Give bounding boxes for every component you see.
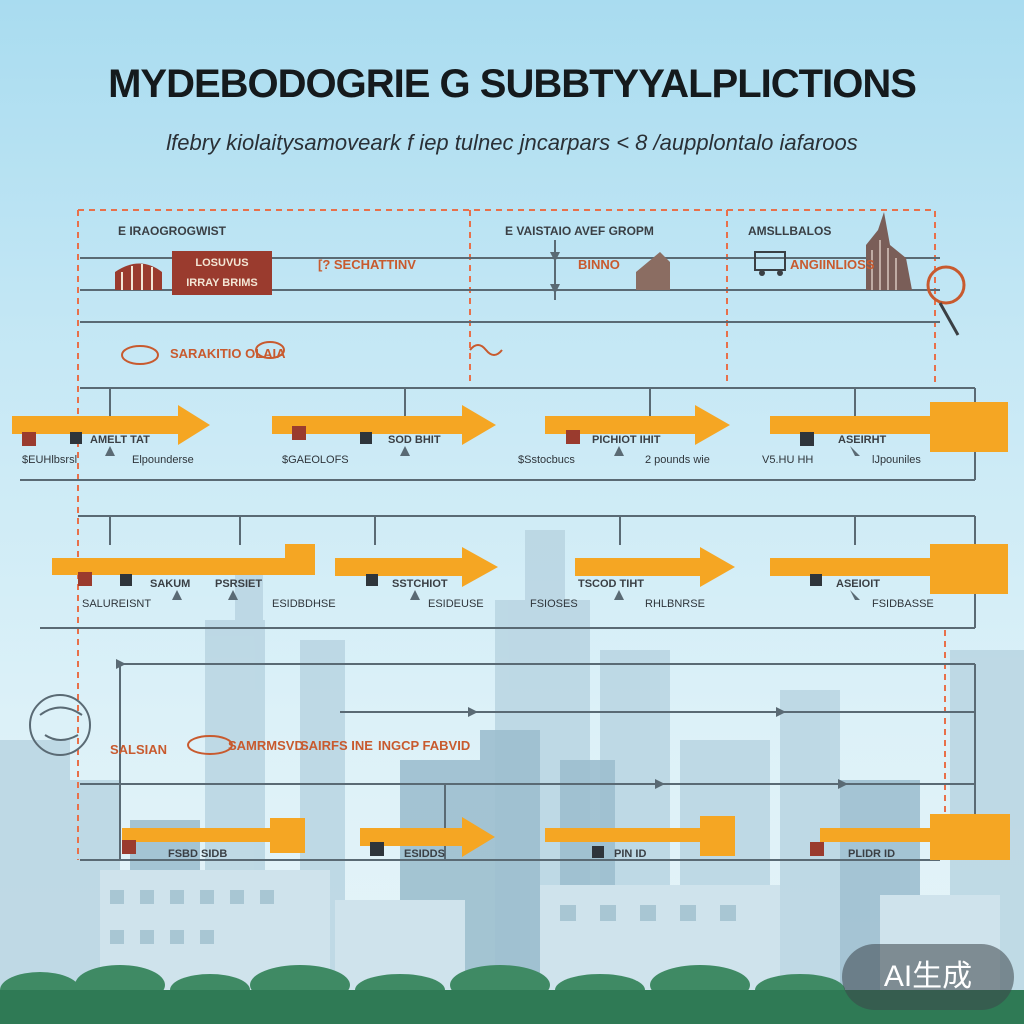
dashed-frame <box>77 209 946 860</box>
row4-label-4: PLIDR ID <box>848 848 896 860</box>
col2-head-label: E VAISTAIO AVEF GROPM <box>505 224 654 238</box>
ai-generated-badge: AI生成 <box>842 944 1014 1010</box>
row2-sub-6: FSIDBASSE <box>872 598 934 610</box>
row2-label: SARAKITIO OLAIA <box>170 346 286 361</box>
row2-sub-3: ESIDEUSE <box>428 598 484 610</box>
tower-icon <box>866 212 912 290</box>
row4-label-1: FSBD SIDB <box>168 848 228 860</box>
row2-head-3: SSTCHIOT <box>392 578 448 590</box>
row1-sub-3: $GAEOLOFS <box>282 454 349 466</box>
row1-head-4: ASEIRHT <box>838 434 887 446</box>
col1-highlight-box: LOSUVUS IRRAY BRIMS <box>172 251 272 295</box>
magnifier-icon <box>926 265 966 336</box>
row2-head-1: SAKUM <box>150 578 191 590</box>
truck-icon <box>754 251 786 276</box>
flow-arrows <box>12 402 1010 860</box>
chart-icon <box>636 252 670 290</box>
orange-scribble-icons <box>121 341 503 755</box>
row2-sub-5: RHLBNRSE <box>645 598 705 610</box>
row1-head-3: PICHIOT IHIT <box>592 434 661 446</box>
row2-sub-2: ESIDBDHSE <box>272 598 336 610</box>
row2-head-5: ASEIOIT <box>836 578 881 590</box>
row3-left-label: SALSIAN <box>110 742 168 757</box>
row2-head-4: TSCOD TIHT <box>578 578 644 590</box>
arrowheads <box>105 252 860 789</box>
row2-head-2: PSRSIET <box>215 578 263 590</box>
person-sketch-icon <box>29 694 91 756</box>
row2-sub-4: FSIOSES <box>530 598 578 610</box>
col1-head-label: E IRAOGROGWIST <box>118 224 226 238</box>
row1-head-1: AMELT TAT <box>90 434 150 446</box>
row1-sub-4: $Sstocbucs <box>518 454 575 466</box>
col1-box-line-1: LOSUVUS <box>195 257 249 269</box>
building-icon <box>115 263 162 290</box>
row1-sub-6: V5.HU HH <box>762 454 814 466</box>
connector-lines <box>20 240 976 861</box>
row1-sub-1: $EUHlbsrsl <box>22 454 78 466</box>
row1-sub-2: Elpounderse <box>132 454 194 466</box>
row3-label-1: SAMRMSVD <box>228 738 304 753</box>
row3-label-3: INGCP FABVID <box>378 738 471 753</box>
col3-mid-label: ANGIINLIOSS <box>790 257 875 272</box>
col3-head-label: AMSLLBALOS <box>748 224 832 238</box>
row1-sub-7: lJpouniles <box>872 454 921 466</box>
col1-box-line-2: IRRAY BRIMS <box>186 277 258 289</box>
row4-label-3: PIN ID <box>614 848 647 860</box>
col1-mid-label: [? SECHATTINV <box>318 257 416 272</box>
page-subtitle: lfebry kiolaitysamoveark f iep tulnec jn… <box>166 130 858 155</box>
row2-sub-1: SALUREISNT <box>82 598 152 610</box>
page-title: MYDEBODOGRIE G SUBBTYYALPLICTIONS <box>108 62 917 106</box>
row1-head-2: SOD BHIT <box>388 434 441 446</box>
row1-sub-5: 2 pounds wie <box>645 454 710 466</box>
col2-mid-label: BINNO <box>578 257 620 272</box>
grid-icons <box>70 432 822 858</box>
row4-label-2: ESIDDS <box>404 848 445 860</box>
small-square-icons <box>22 426 824 856</box>
row3-label-2: SAIRFS INE <box>300 738 373 753</box>
